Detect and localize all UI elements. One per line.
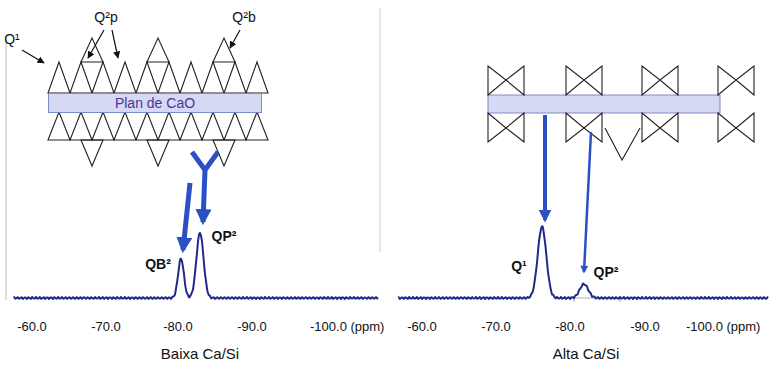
caption: Baixa Ca/Si (161, 346, 239, 361)
axis-tick: -70.0 (481, 320, 511, 333)
bridging-tetrahedron (147, 140, 169, 166)
peak-arrow (584, 132, 591, 272)
peak-arrow (183, 183, 190, 250)
dimer (718, 66, 754, 95)
dimer (488, 113, 524, 142)
nmr-spectrum (14, 233, 378, 299)
peak-label: QB² (145, 257, 171, 271)
leader-arrow (230, 30, 240, 48)
tetrahedron (158, 112, 180, 140)
peak-arrow (192, 152, 218, 222)
tetrahedron (114, 112, 136, 140)
tetrahedron (114, 62, 136, 93)
frame-line (380, 8, 381, 252)
band-label: Plan de CaO (115, 95, 195, 111)
tetrahedron (246, 62, 268, 93)
tetrahedron (202, 112, 224, 140)
peak-label: QP² (594, 265, 619, 279)
peak-arrow (543, 115, 547, 220)
tetrahedron (180, 62, 202, 93)
axis-tick: -80.0 (163, 320, 193, 333)
tetrahedron (136, 112, 158, 140)
tetrahedron (246, 112, 268, 140)
bridging-tetrahedron (147, 38, 169, 62)
dimer (566, 113, 602, 142)
tetrahedron (92, 112, 114, 140)
tetrahedron (224, 62, 246, 93)
axis-tick: -70.0 (91, 320, 121, 333)
leader-arrow (88, 30, 104, 58)
q-label: Q²b (232, 10, 255, 24)
dimer (718, 113, 754, 142)
leader-arrow (22, 50, 44, 63)
tetrahedron (70, 62, 92, 93)
q-label: Q¹ (4, 32, 20, 46)
dimer (642, 66, 678, 95)
frame-line (6, 38, 7, 300)
tetrahedron (136, 62, 158, 93)
nmr-spectrum (398, 226, 768, 299)
tetrahedron (92, 62, 114, 93)
dimer (566, 66, 602, 95)
tetrahedron (224, 112, 246, 140)
tetrahedron (180, 112, 202, 140)
tetrahedron (48, 62, 70, 93)
bridging-tetrahedron (213, 38, 235, 62)
dimer (488, 66, 524, 95)
leader-arrow (112, 30, 118, 58)
silicate-dimers (488, 66, 754, 160)
axis-tick: -60.0 (407, 320, 437, 333)
dimer (642, 113, 678, 142)
axis-tick: -90.0 (237, 320, 267, 333)
tetrahedron (48, 112, 70, 140)
silicate-chain (48, 38, 268, 166)
cao-plane (488, 95, 720, 113)
q-label: Q²p (94, 10, 117, 24)
peak-label: Q¹ (511, 259, 527, 273)
axis-tick: -90.0 (630, 320, 660, 333)
peak-label: QP² (212, 229, 237, 243)
axis-tick: -60.0 (17, 320, 47, 333)
caption: Alta Ca/Si (553, 346, 620, 361)
tetrahedron (158, 62, 180, 93)
cao-plane: Plan de CaO (48, 93, 262, 113)
tetrahedron (605, 128, 640, 160)
tetrahedron (202, 62, 224, 93)
axis-tick: -100.0 (ppm) (310, 320, 384, 333)
bridging-tetrahedron (81, 140, 103, 166)
tetrahedron (70, 112, 92, 140)
axis-tick: -100.0 (ppm) (686, 320, 760, 333)
axis-tick: -80.0 (555, 320, 585, 333)
